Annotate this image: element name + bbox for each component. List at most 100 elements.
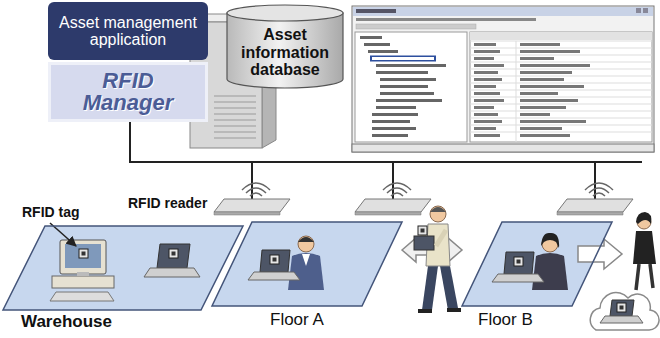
application-screenshot	[474, 134, 500, 137]
floor-outline	[3, 226, 243, 310]
application-screenshot	[372, 113, 418, 116]
floor-outline	[212, 222, 402, 306]
office-worker	[492, 233, 568, 290]
laptop-icon	[172, 252, 176, 256]
application-screenshot	[372, 127, 416, 130]
application-screenshot	[470, 32, 652, 40]
application-screenshot	[520, 92, 558, 95]
application-screenshot	[355, 32, 467, 142]
application-screenshot	[353, 7, 653, 16]
application-screenshot	[360, 36, 382, 39]
application-screenshot	[474, 71, 498, 74]
office-worker	[273, 258, 277, 262]
rfid-reader-symbol	[214, 199, 290, 212]
node-text: RFID Manager	[78, 70, 178, 114]
database-cylinder: Asset information database	[226, 4, 344, 89]
walking-person	[636, 264, 653, 290]
floor-outline	[462, 222, 612, 306]
floor-fill	[3, 222, 612, 310]
network-bus	[130, 122, 642, 199]
application-screenshot	[352, 6, 654, 152]
application-box: Asset management application	[48, 2, 208, 60]
rfid-reader-symbol	[214, 183, 633, 215]
application-screenshot	[636, 8, 641, 13]
node-text: Floor A	[270, 310, 324, 330]
rfid-reader-symbol	[557, 212, 623, 215]
walking-person	[633, 212, 656, 290]
desktop-pc	[50, 240, 114, 301]
walking-person	[414, 236, 434, 250]
application-screenshot	[474, 57, 494, 60]
application-screenshot	[520, 78, 564, 81]
application-screenshot	[376, 106, 416, 109]
walking-person	[418, 226, 427, 235]
laptop-icon	[169, 249, 178, 258]
rfid-reader-symbol	[355, 212, 421, 215]
node-text: Warehouse	[21, 312, 112, 332]
application-screenshot	[372, 120, 410, 123]
application-screenshot	[474, 99, 504, 102]
application-screenshot	[520, 50, 580, 53]
desktop-pc	[50, 292, 114, 301]
application-screenshot	[380, 92, 434, 95]
application-screenshot	[372, 134, 408, 137]
cloud-symbol	[620, 306, 624, 310]
floor-outline	[212, 222, 402, 306]
application-screenshot	[520, 113, 550, 116]
office-worker	[270, 255, 279, 264]
application-screenshot	[474, 113, 498, 116]
desktop-pc	[65, 244, 101, 268]
application-screenshot	[364, 43, 390, 46]
application-screenshot	[376, 99, 442, 102]
office-worker	[532, 253, 568, 290]
desktop-pc	[52, 276, 114, 288]
walking-person	[436, 230, 446, 246]
office-worker	[248, 236, 324, 290]
rfid-reader-symbol	[585, 183, 613, 196]
floor-fill	[212, 222, 402, 306]
application-screenshot	[470, 41, 652, 142]
cloud-symbol	[590, 293, 659, 330]
application-screenshot	[470, 32, 652, 142]
walking-person	[422, 266, 438, 310]
application-screenshot	[380, 78, 436, 81]
rfid-reader-symbol	[383, 183, 411, 196]
rfid-reader-symbol	[242, 183, 270, 196]
application-screenshot	[356, 9, 396, 13]
office-worker	[514, 257, 523, 266]
desktop-pc	[82, 252, 86, 256]
walking-person	[430, 207, 446, 212]
application-screenshot	[352, 144, 654, 152]
desktop-pc	[79, 249, 88, 258]
cloud-symbol	[600, 316, 643, 323]
floor-area: Floor A	[212, 222, 402, 332]
application-screenshot	[520, 43, 560, 46]
office-worker	[298, 237, 314, 242]
application-screenshot	[380, 85, 428, 88]
server-tower	[214, 96, 256, 138]
application-screenshot	[520, 127, 562, 130]
rfid-reader-symbol	[557, 199, 633, 212]
node-text: Floor B	[478, 310, 533, 330]
application-screenshot	[520, 120, 586, 123]
office-worker	[492, 274, 544, 282]
logo-box: RFID Manager	[48, 62, 208, 122]
office-worker	[504, 252, 534, 274]
walking-person	[418, 309, 432, 313]
application-screenshot	[520, 85, 584, 88]
network-bus	[130, 122, 642, 199]
application-screenshot	[376, 64, 446, 67]
rfid-reader-symbol	[214, 212, 280, 215]
application-screenshot	[356, 18, 536, 21]
desktop-pc	[77, 272, 89, 276]
application-screenshot	[474, 106, 494, 109]
application-screenshot	[520, 134, 570, 137]
application-screenshot	[474, 120, 502, 123]
floor-area: Warehouse	[3, 226, 243, 334]
application-screenshot	[643, 8, 648, 13]
office-worker	[302, 254, 310, 266]
application-screenshot	[474, 78, 502, 81]
cylinder-outline	[227, 5, 343, 21]
walking-person	[633, 231, 656, 264]
callout-label: RFID tag	[22, 204, 80, 220]
